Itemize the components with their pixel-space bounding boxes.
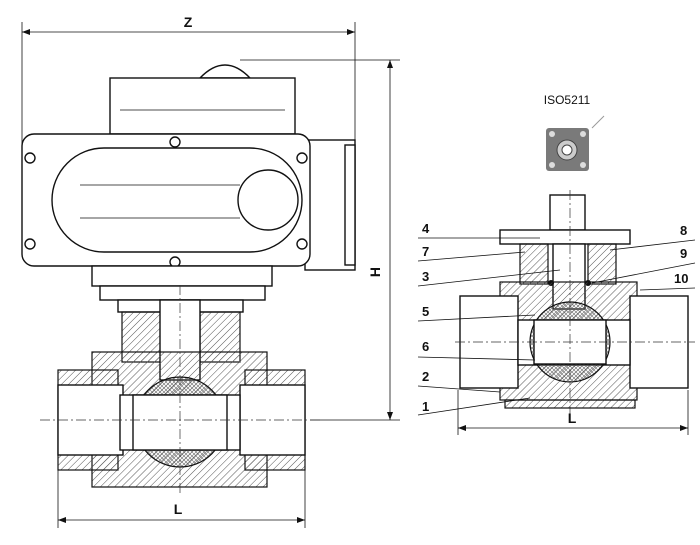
callout-5: 5 (422, 304, 429, 319)
valve-section-view: ISO5211 4 7 3 (417, 93, 696, 435)
dimension-l-left: L (57, 470, 306, 528)
actuator-top-cover (109, 77, 296, 135)
iso5211-flange-icon (546, 115, 605, 171)
stem-top (549, 194, 586, 231)
callout-4: 4 (422, 221, 430, 236)
callout-1: 1 (422, 399, 429, 414)
dimension-h: H (240, 59, 400, 421)
dimension-l-right: L (457, 390, 689, 435)
part-callouts-right: 8 9 10 (591, 223, 696, 291)
dimension-l-right-label: L (568, 410, 577, 426)
callout-3: 3 (422, 269, 429, 284)
callout-9: 9 (680, 246, 687, 261)
dimension-z: Z (21, 14, 356, 150)
actuator-valve-assembly: Z H (21, 14, 400, 528)
callout-7: 7 (422, 244, 429, 259)
dimension-l-label: L (174, 501, 183, 517)
dimension-z-label: Z (184, 14, 193, 30)
iso5211-label: ISO5211 (544, 93, 591, 107)
part-callouts-left: 4 7 3 5 6 2 1 (417, 221, 561, 416)
callout-6: 6 (422, 339, 429, 354)
actuator-base (91, 265, 273, 287)
callout-8: 8 (680, 223, 687, 238)
dimension-h-label: H (367, 267, 383, 277)
gland-nut (499, 229, 631, 245)
callout-2: 2 (422, 369, 429, 384)
manual-override-knob (237, 169, 299, 231)
actuator-cover-plate (51, 147, 303, 253)
callout-10: 10 (674, 271, 688, 286)
actuator-indicator-dome (198, 64, 252, 79)
